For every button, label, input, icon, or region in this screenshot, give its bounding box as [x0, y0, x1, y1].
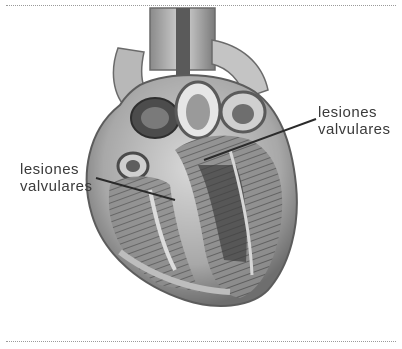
- label-lesiones-valvulares-right: lesiones valvulares: [318, 104, 391, 138]
- label-left-line2: valvulares: [20, 178, 93, 195]
- label-left-line1: lesiones: [20, 161, 93, 178]
- label-right-line1: lesiones: [318, 104, 391, 121]
- label-right-line2: valvulares: [318, 121, 391, 138]
- label-lesiones-valvulares-left: lesiones valvulares: [20, 161, 93, 195]
